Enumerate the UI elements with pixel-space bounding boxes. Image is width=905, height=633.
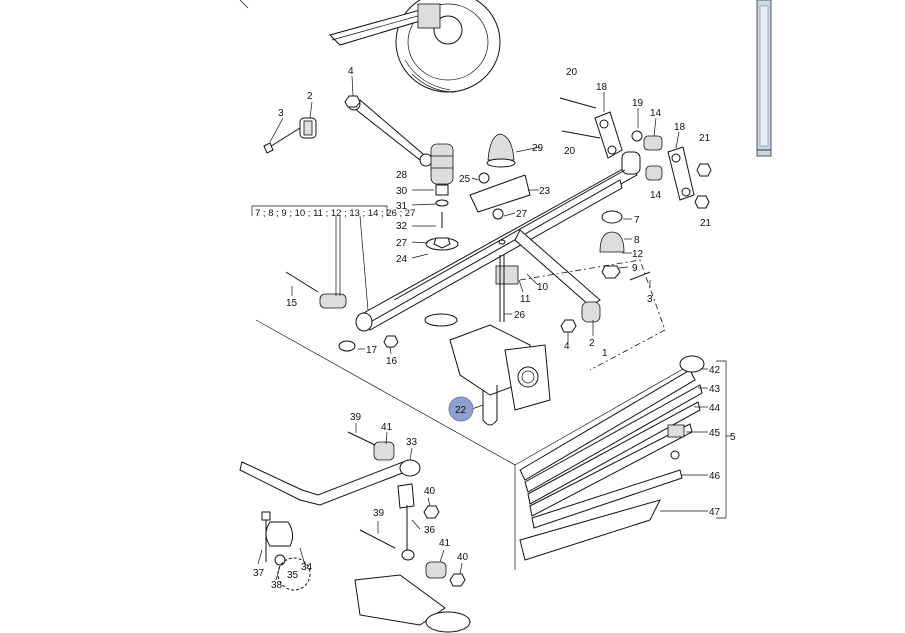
bump-stop-29: [486, 133, 516, 168]
callout-20b: 20: [564, 146, 576, 157]
callout-23: 23: [539, 186, 551, 197]
callout-41: 41: [381, 422, 393, 433]
callout-42: 42: [709, 365, 721, 376]
lower-arm: [514, 229, 666, 371]
callout-16: 16: [386, 356, 398, 367]
callout-19: 19: [632, 98, 644, 109]
leaf-spring-main: [355, 151, 641, 332]
callout-27: 27: [516, 209, 528, 220]
callout-17: 17: [366, 345, 378, 356]
callout-3: 3: [278, 108, 284, 119]
group-label-6: 7 ; 8 ; 9 ; 10 ; 11 ; 12 ; 13 ; 14 ; 26 …: [255, 208, 415, 219]
bump-stop-12: [599, 210, 625, 279]
callout-36: 36: [424, 525, 436, 536]
callout-47: 47: [709, 507, 721, 518]
callout-18: 18: [596, 82, 608, 93]
callout-46: 46: [709, 471, 721, 482]
highlight-marker-22[interactable]: [448, 396, 474, 422]
callout-7: 7: [634, 215, 640, 226]
callout-20: 20: [566, 67, 578, 78]
callout-9: 9: [632, 263, 638, 274]
trailing-arm: [263, 95, 433, 167]
axle-bracket: [449, 324, 551, 426]
callout-11: 11: [520, 294, 531, 305]
callout-2b: 2: [589, 338, 595, 349]
circle-marker-35: [277, 557, 311, 591]
callout-37: 37: [253, 568, 265, 579]
callout-24: 24: [396, 254, 408, 265]
callout-26: 26: [514, 310, 526, 321]
callout-4b: 4: [564, 341, 570, 352]
callout-39: 39: [350, 412, 362, 423]
callout-22[interactable]: 22: [455, 405, 467, 416]
callout-45: 45: [709, 428, 721, 439]
multi-leaf-spring: [519, 355, 705, 561]
bracket-23: [469, 172, 531, 220]
callout-25: 25: [459, 174, 471, 185]
callout-43: 43: [709, 384, 721, 395]
callout-3b: 3: [647, 294, 653, 305]
leader-lines: [257, 75, 732, 581]
callout-31: 31: [396, 201, 408, 212]
callout-44: 44: [709, 403, 721, 414]
stabilizer-bar: [239, 431, 471, 633]
callout-41b: 41: [439, 538, 451, 549]
callout-12: 12: [632, 249, 644, 260]
spring-seat: [424, 239, 519, 327]
callout-33: 33: [406, 437, 418, 448]
callout-18b: 18: [674, 122, 686, 133]
callout-28: 28: [396, 170, 408, 181]
callout-39b: 39: [373, 508, 385, 519]
callout-15: 15: [286, 298, 298, 309]
callout-4: 4: [348, 66, 354, 77]
callout-1: 1: [602, 348, 608, 359]
callout-35: 35: [287, 570, 299, 581]
callout-21b: 21: [700, 218, 712, 229]
callout-29: 29: [532, 143, 544, 154]
callout-2: 2: [307, 91, 313, 102]
callout-10: 10: [537, 282, 549, 293]
callout-34: 34: [301, 562, 313, 573]
callout-40: 40: [424, 486, 436, 497]
side-panel-preview: [756, 0, 772, 157]
callout-14b: 14: [650, 190, 662, 201]
callout-5: 5: [730, 432, 736, 443]
callout-40b: 40: [457, 552, 469, 563]
left-hardware: [285, 271, 399, 352]
callout-38: 38: [271, 580, 283, 591]
callout-32: 32: [396, 221, 408, 232]
perspective-guides: [239, 0, 691, 570]
callout-14: 14: [650, 108, 662, 119]
group-bracket-6: [251, 205, 388, 311]
bump-stop-28: [425, 143, 459, 251]
callout-30: 30: [396, 186, 408, 197]
callout-21: 21: [699, 133, 711, 144]
callout-8: 8: [634, 235, 640, 246]
wheel-assembly: [329, 0, 501, 93]
callout-27b: 27: [396, 238, 408, 249]
shackle-assembly: [559, 97, 712, 209]
